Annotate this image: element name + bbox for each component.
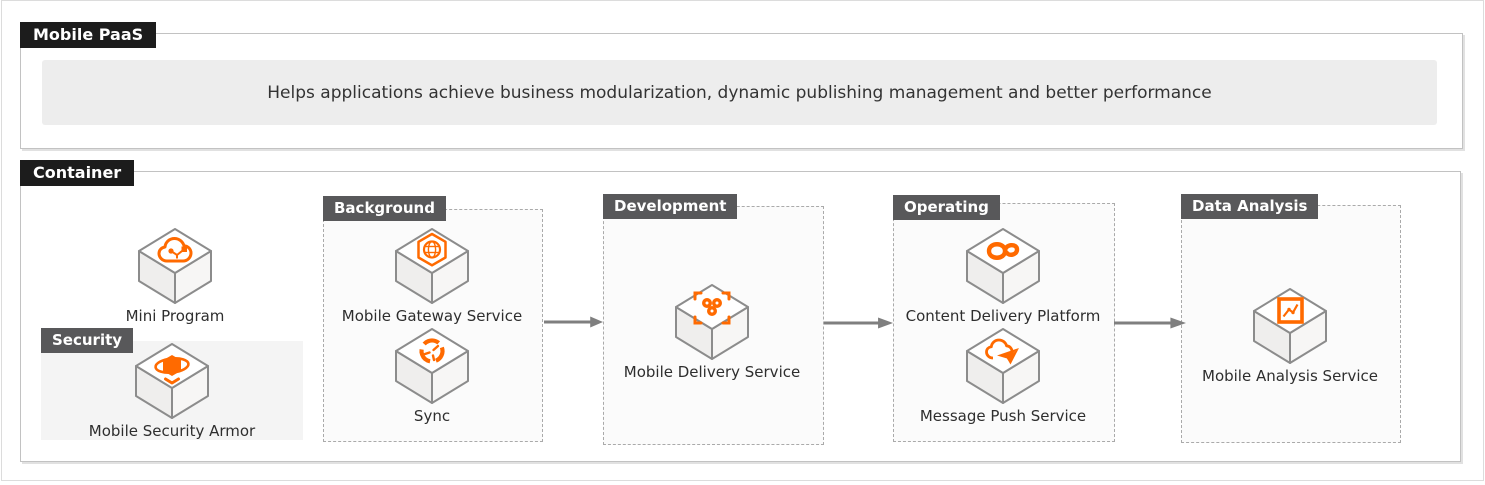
mobile-analysis-service-label: Mobile Analysis Service — [1202, 367, 1378, 385]
development-group-title: Development — [603, 194, 738, 219]
node-mobile-analysis-service: Mobile Analysis Service — [1180, 287, 1400, 385]
mini-program-icon — [137, 227, 213, 305]
analysis-icon — [1252, 287, 1328, 365]
mobile-security-armor-label: Mobile Security Armor — [88, 422, 256, 440]
node-sync: Sync — [322, 327, 542, 425]
security-group-title: Security — [41, 328, 134, 353]
message-push-service-label: Message Push Service — [919, 407, 1087, 425]
message-push-icon — [965, 327, 1041, 405]
node-mobile-security-armor: Mobile Security Armor — [62, 342, 282, 440]
mini-program-label: Mini Program — [125, 307, 225, 325]
paas-description-banner: Helps applications achieve business modu… — [42, 60, 1437, 125]
container-section-title: Container — [20, 160, 135, 187]
node-mobile-gateway-service: Mobile Gateway Service — [322, 227, 542, 325]
node-mobile-delivery-service: Mobile Delivery Service — [602, 283, 822, 381]
arrow-development-to-operating — [824, 317, 893, 329]
gateway-icon — [394, 227, 470, 305]
node-mini-program: Mini Program — [65, 227, 285, 325]
mobile-delivery-service-label: Mobile Delivery Service — [623, 363, 801, 381]
node-content-delivery-platform: Content Delivery Platform — [893, 227, 1113, 325]
arrow-background-to-development — [544, 316, 603, 328]
operating-group-title: Operating — [893, 195, 1000, 220]
arrow-operating-to-data-analysis — [1114, 317, 1186, 329]
content-delivery-platform-label: Content Delivery Platform — [905, 307, 1101, 325]
mobile-paas-section-title: Mobile PaaS — [20, 22, 157, 49]
sync-label: Sync — [413, 407, 451, 425]
delivery-icon — [674, 283, 750, 361]
background-group-title: Background — [323, 196, 446, 221]
node-message-push-service: Message Push Service — [893, 327, 1113, 425]
sync-icon — [394, 327, 470, 405]
content-delivery-icon — [965, 227, 1041, 305]
security-armor-icon — [134, 342, 210, 420]
mobile-gateway-service-label: Mobile Gateway Service — [341, 307, 523, 325]
data-analysis-group-title: Data Analysis — [1181, 194, 1319, 219]
